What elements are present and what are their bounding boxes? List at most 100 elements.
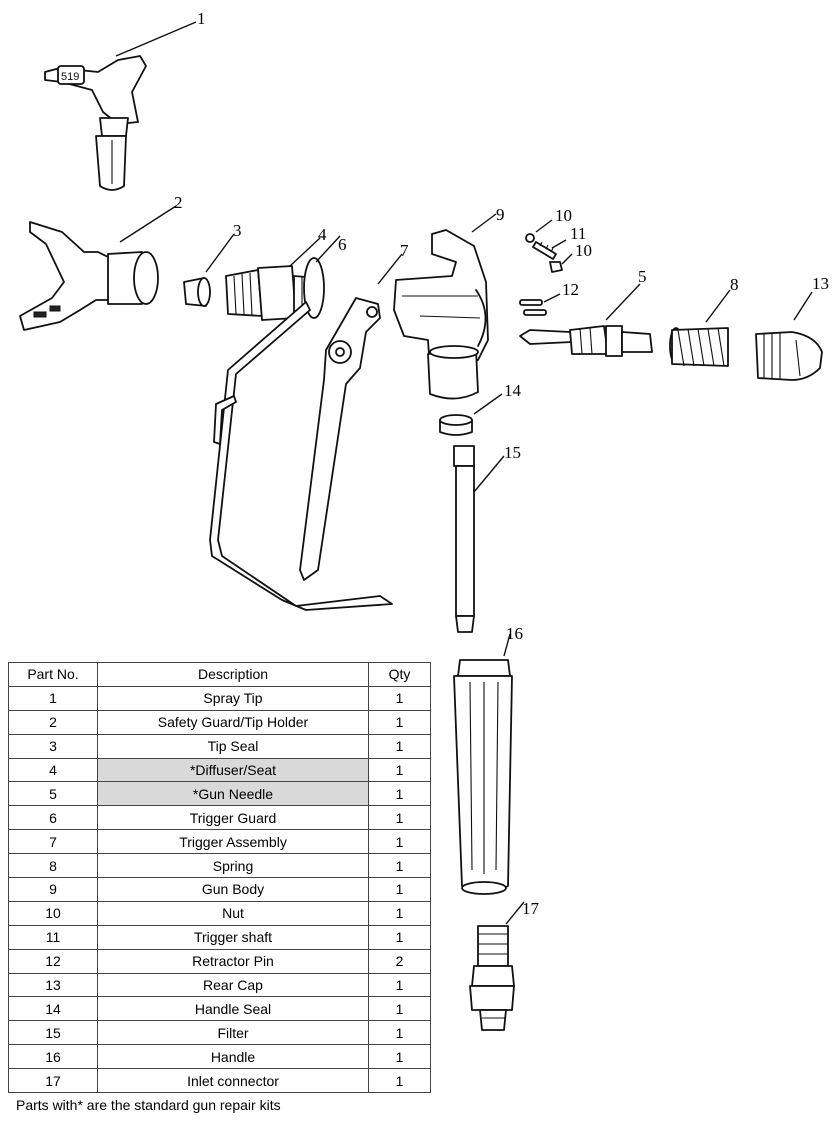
callout-10-top: 10 [555, 206, 572, 225]
callout-4: 4 [318, 225, 327, 244]
cell-description: *Gun Needle [97, 781, 369, 807]
cell-qty: 1 [368, 709, 431, 735]
callout-3: 3 [233, 221, 242, 240]
cell-qty: 1 [368, 733, 431, 759]
cell-part-no: 3 [8, 733, 98, 759]
nut-and-shaft-parts [525, 233, 563, 273]
cell-part-no: 12 [8, 948, 98, 974]
cell-qty: 1 [368, 972, 431, 998]
trigger-guard-part [209, 257, 393, 611]
cell-part-no: 14 [8, 996, 98, 1022]
trigger-assembly-part [299, 297, 381, 581]
callout-9: 9 [496, 205, 505, 224]
cell-description: Tip Seal [97, 733, 369, 759]
callout-8: 8 [730, 275, 739, 294]
handle-part [453, 659, 513, 895]
cell-description: *Diffuser/Seat [97, 757, 369, 783]
cell-qty: 1 [368, 1068, 431, 1094]
safety-guard-part [19, 221, 159, 331]
callout-10-bottom: 10 [575, 241, 592, 260]
cell-qty: 1 [368, 1020, 431, 1046]
callout-7: 7 [400, 241, 409, 260]
cell-description: Trigger Guard [97, 805, 369, 831]
callout-17: 17 [522, 899, 540, 918]
spring-part [669, 327, 729, 367]
callout-13: 13 [812, 274, 829, 293]
header-description: Description [97, 662, 369, 687]
cell-qty: 1 [368, 781, 431, 807]
cell-description: Filter [97, 1020, 369, 1046]
cell-part-no: 9 [8, 877, 98, 902]
cell-qty: 1 [368, 877, 431, 902]
cell-description: Inlet connector [97, 1068, 369, 1094]
cell-qty: 1 [368, 805, 431, 831]
table-header-row: Part No. Description Qty [8, 662, 431, 687]
filter-part [453, 445, 475, 633]
callout-11: 11 [570, 224, 586, 243]
rear-cap-part [755, 331, 823, 381]
gun-needle-part [519, 325, 653, 357]
gun-body-part [393, 229, 489, 400]
cell-part-no: 7 [8, 829, 98, 855]
cell-part-no: 11 [8, 924, 98, 950]
cell-qty: 2 [368, 948, 431, 974]
callout-15: 15 [504, 443, 521, 462]
cell-part-no: 5 [8, 781, 98, 807]
callout-16: 16 [506, 624, 523, 643]
callout-5: 5 [638, 267, 647, 286]
cell-description: Safety Guard/Tip Holder [97, 709, 369, 735]
cell-part-no: 13 [8, 972, 98, 998]
cell-description: Trigger shaft [97, 924, 369, 950]
callout-14: 14 [504, 381, 522, 400]
cell-qty: 1 [368, 829, 431, 855]
tip-marking: 519 [61, 71, 79, 83]
cell-part-no: 1 [8, 685, 98, 711]
cell-description: Spring [97, 853, 369, 879]
callout-2: 2 [174, 193, 183, 212]
cell-part-no: 4 [8, 757, 98, 783]
inlet-connector-part [469, 925, 515, 1031]
header-part-no: Part No. [8, 662, 98, 687]
retractor-pin-part [519, 299, 547, 316]
cell-description: Trigger Assembly [97, 829, 369, 855]
cell-part-no: 17 [8, 1068, 98, 1094]
cell-description: Gun Body [97, 877, 369, 902]
handle-seal-part [439, 414, 473, 436]
header-qty: Qty [368, 662, 431, 687]
cell-part-no: 6 [8, 805, 98, 831]
cell-part-no: 16 [8, 1044, 98, 1070]
cell-part-no: 8 [8, 853, 98, 879]
cell-qty: 1 [368, 924, 431, 950]
cell-part-no: 10 [8, 900, 98, 926]
cell-description: Spray Tip [97, 685, 369, 711]
tip-seal-part [183, 277, 211, 307]
cell-qty: 1 [368, 1044, 431, 1070]
callout-1: 1 [197, 9, 206, 28]
footnote-text: Parts with* are the standard gun repair … [16, 1097, 281, 1113]
cell-part-no: 15 [8, 1020, 98, 1046]
cell-description: Handle Seal [97, 996, 369, 1022]
cell-qty: 1 [368, 685, 431, 711]
cell-qty: 1 [368, 757, 431, 783]
callout-6: 6 [338, 235, 347, 254]
cell-qty: 1 [368, 996, 431, 1022]
cell-description: Rear Cap [97, 972, 369, 998]
cell-part-no: 2 [8, 709, 98, 735]
